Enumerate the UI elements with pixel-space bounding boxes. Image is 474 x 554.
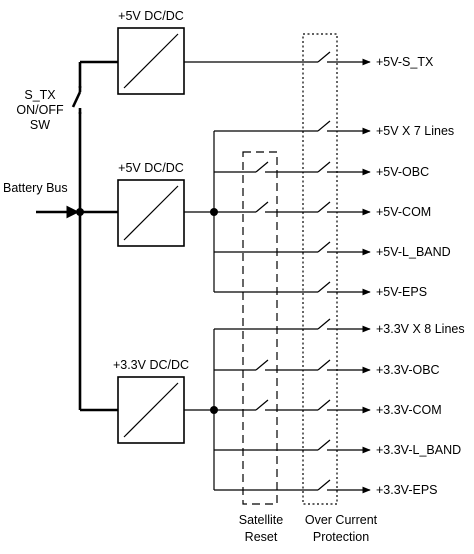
line-5v-x7 [214, 120, 371, 135]
satellite-reset-label-1: Satellite [239, 513, 284, 527]
ocp-switch-33v-lband [317, 439, 331, 451]
output-label-5v-x7: +5V X 7 Lines [376, 124, 454, 138]
dcdc-5v-mid-block [117, 179, 185, 247]
output-label-33v-x8: +3.3V X 8 Lines [376, 322, 465, 336]
reset-switch-33v-com [255, 399, 269, 411]
ocp-switch-33v-eps [317, 479, 331, 491]
line-33v-obc [214, 359, 371, 374]
line-33v-com [214, 399, 371, 414]
line-5v-com [214, 201, 371, 216]
ocp-switch-33v-com [317, 399, 331, 411]
output-label-5v-lband: +5V-L_BAND [376, 245, 451, 259]
output-label-33v-lband: +3.3V-L_BAND [376, 443, 461, 457]
dcdc-5v-mid-label: +5V DC/DC [118, 161, 184, 175]
ocp-switch-5v-eps [317, 281, 331, 293]
line-5v-lband [214, 241, 371, 256]
output-label-5v-obc: +5V-OBC [376, 165, 429, 179]
reset-switch-5v-com [255, 201, 269, 213]
dcdc-5v-top-block [117, 27, 185, 95]
stx-ocp-switch [317, 51, 331, 63]
line-5v-obc [214, 161, 371, 176]
dcdc-5v-top-label: +5V DC/DC [118, 9, 184, 23]
output-label-5v-eps: +5V-EPS [376, 285, 427, 299]
line-33v-lband [214, 439, 371, 454]
ocp-label-2: Protection [313, 530, 369, 544]
satellite-reset-label-2: Reset [245, 530, 278, 544]
ocp-switch-33v-x8 [317, 318, 331, 330]
output-label-33v-obc: +3.3V-OBC [376, 363, 440, 377]
over-current-protection-group-box [302, 33, 338, 505]
ocp-switch-5v-obc [317, 161, 331, 173]
ocp-switch-5v-com [317, 201, 331, 213]
reset-switch-33v-obc [255, 359, 269, 371]
ocp-label-1: Over Current [305, 513, 378, 527]
stx-switch-label-2: ON/OFF [16, 103, 64, 117]
output-label-5v-com: +5V-COM [376, 205, 431, 219]
stx-switch-label-1: S_TX [24, 88, 56, 102]
ocp-switch-5v-x7 [317, 120, 331, 132]
ocp-switch-33v-obc [317, 359, 331, 371]
battery-bus-label: Battery Bus [3, 181, 68, 195]
dcdc-33v-label: +3.3V DC/DC [113, 358, 189, 372]
satellite-reset-group-box [242, 151, 278, 505]
line-33v-eps [214, 479, 371, 494]
output-label-33v-eps: +3.3V-EPS [376, 483, 438, 497]
output-label-stx: +5V-S_TX [376, 55, 434, 69]
stx-switch-symbol [71, 86, 88, 114]
line-33v-x8 [214, 318, 371, 333]
ocp-switch-5v-lband [317, 241, 331, 253]
output-label-33v-com: +3.3V-COM [376, 403, 442, 417]
reset-switch-5v-obc [255, 161, 269, 173]
stx-switch-label-3: SW [30, 118, 50, 132]
line-5v-eps [214, 281, 371, 296]
dcdc-33v-block [117, 376, 185, 444]
